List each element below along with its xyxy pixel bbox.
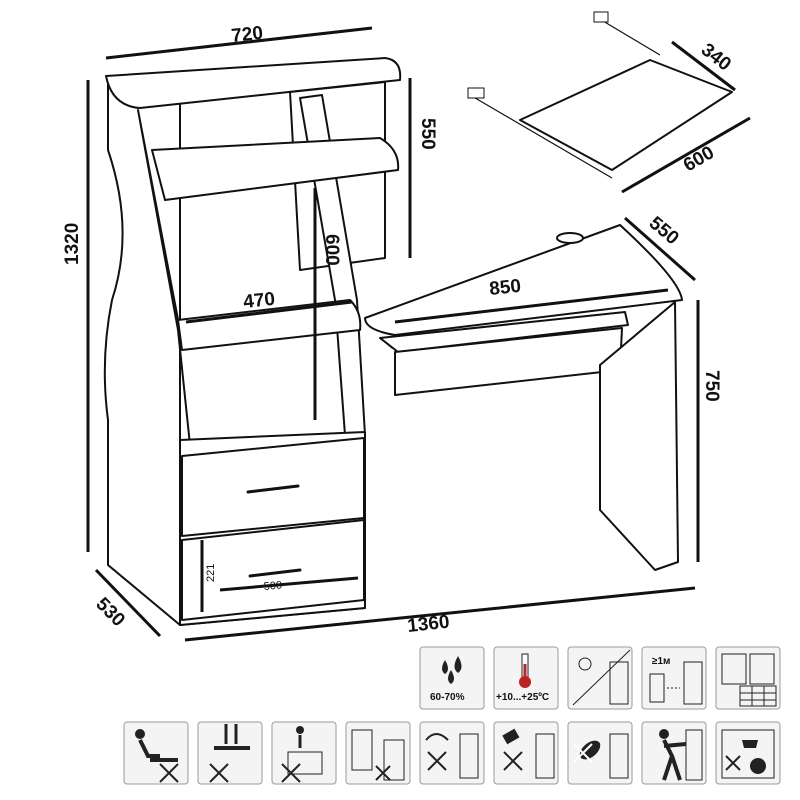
no-door-hanging-icon xyxy=(345,721,411,785)
dim-inner-shelf: 600 xyxy=(321,234,342,266)
top-board xyxy=(105,57,402,109)
dim-height-total: 1320 xyxy=(62,223,83,265)
dim-drawer-height: 221 xyxy=(205,564,217,582)
desk-drawing xyxy=(103,57,683,626)
svg-text:+10...+25ºC: +10...+25ºC xyxy=(496,692,549,703)
tray-detail xyxy=(467,11,733,179)
no-heavy-load-icon xyxy=(715,721,781,785)
no-standing-icon xyxy=(197,721,263,785)
drawer-handle-bottom xyxy=(248,568,302,578)
sunlight-icon xyxy=(567,646,633,710)
desk-top xyxy=(364,224,683,336)
dimension-lines xyxy=(86,26,751,642)
dim-desk-depth: 550 xyxy=(645,213,683,249)
drawer-bottom xyxy=(181,519,365,621)
no-climbing-icon xyxy=(271,721,337,785)
dim-upper-shelf: 550 xyxy=(417,118,438,150)
care-icons-row-1: 60-70% +10...+25ºC ≥1м xyxy=(419,646,781,710)
dim-top-width: 720 xyxy=(230,23,264,47)
dim-tray-depth: 340 xyxy=(697,39,735,75)
drawer-top xyxy=(181,437,365,537)
desk-leg xyxy=(599,301,679,571)
side-panel xyxy=(103,79,181,626)
svg-text:60-70%: 60-70% xyxy=(430,692,465,703)
dim-desk-width: 850 xyxy=(488,276,522,300)
no-abrasive-icon xyxy=(567,721,633,785)
care-icons-row-2 xyxy=(123,721,781,785)
dim-drawer-width: 500 xyxy=(263,579,282,593)
dim-shelf-width: 470 xyxy=(242,289,276,313)
no-sitting-icon xyxy=(123,721,189,785)
temperature-icon: +10...+25ºC xyxy=(493,646,559,710)
drawer-handle-top xyxy=(246,484,300,494)
heater-distance-icon: ≥1м xyxy=(641,646,707,710)
cable-grommet xyxy=(556,232,584,244)
no-liquid-icon xyxy=(419,721,485,785)
window-grid-icon xyxy=(715,646,781,710)
dim-desk-height: 750 xyxy=(701,370,722,402)
humidity-icon: 60-70% xyxy=(419,646,485,710)
shelf-1 xyxy=(151,137,400,201)
svg-text:≥1м: ≥1м xyxy=(652,656,670,667)
no-spray-icon xyxy=(493,721,559,785)
no-pushing-icon xyxy=(641,721,707,785)
dim-tray-width: 600 xyxy=(680,142,718,176)
dim-total-width: 1360 xyxy=(406,612,450,637)
tray-board xyxy=(519,59,733,171)
